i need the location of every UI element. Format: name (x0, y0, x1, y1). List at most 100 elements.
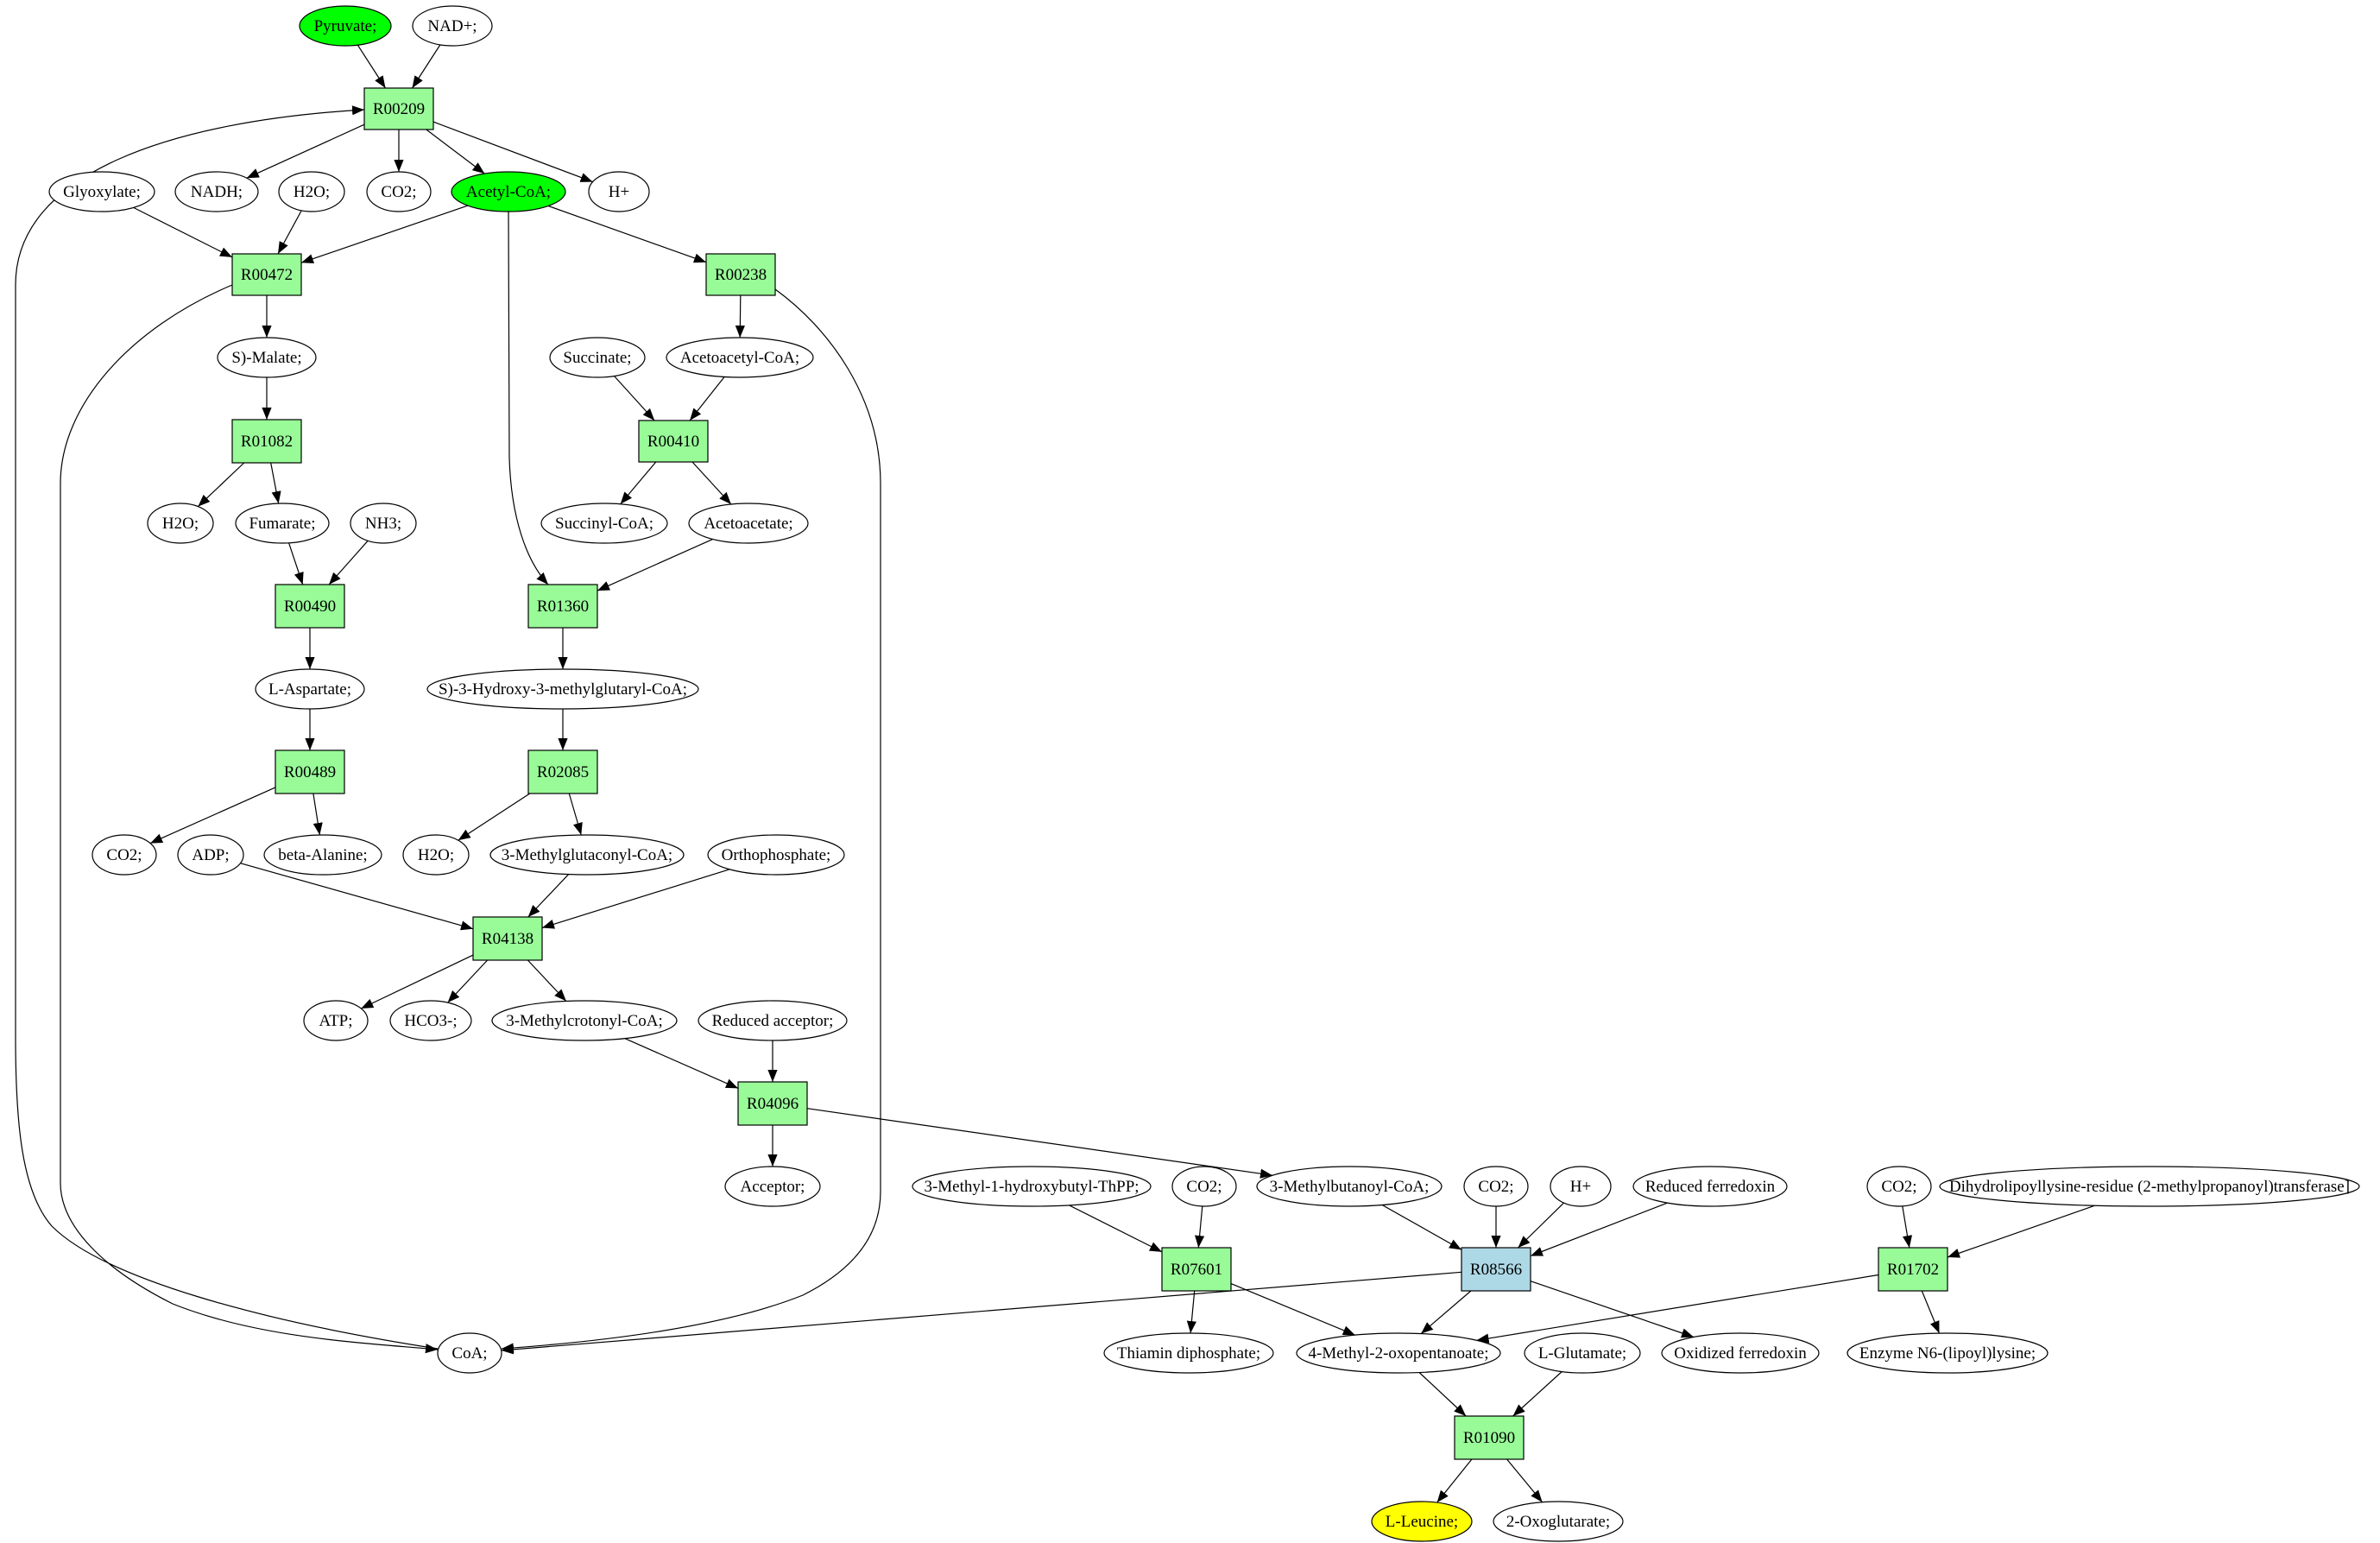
compound-node-acetylcoa[interactable]: Acetyl-CoA; (451, 171, 566, 212)
edge-R00410-to-succinylcoa (620, 461, 657, 505)
compound-node-methyloxopentanoate[interactable]: 4-Methyl-2-oxopentanoate; (1296, 1332, 1501, 1374)
compound-ellipse (540, 503, 668, 544)
compound-node-adp[interactable]: ADP; (177, 834, 244, 876)
compound-node-lglutamate[interactable]: L-Glutamate; (1524, 1332, 1641, 1374)
reaction-node-R02085[interactable]: R02085 (527, 749, 598, 794)
reaction-node-R00209[interactable]: R00209 (363, 87, 434, 130)
edge-lglutamate-to-R01090 (1512, 1371, 1562, 1417)
compound-node-methylcrotonylcoa[interactable]: 3-Methylcrotonyl-CoA; (491, 1000, 678, 1041)
compound-node-nh3[interactable]: NH3; (350, 503, 417, 544)
compound-node-oxferredoxin[interactable]: Oxidized ferredoxin (1661, 1332, 1820, 1374)
compound-node-smalate[interactable]: S)-Malate; (217, 337, 317, 378)
compound-node-betaalanine[interactable]: beta-Alanine; (263, 834, 382, 876)
compound-node-oxoglutarate[interactable]: 2-Oxoglutarate; (1493, 1501, 1624, 1542)
compound-node-lleucine[interactable]: L-Leucine; (1371, 1501, 1473, 1542)
edge-R01702-to-enzymen6 (1921, 1290, 1941, 1334)
reaction-node-R00410[interactable]: R00410 (638, 420, 709, 463)
compound-node-thiamin[interactable]: Thiamin diphosphate; (1103, 1332, 1274, 1374)
node-label: Fumarate; (249, 515, 315, 533)
reaction-node-R04138[interactable]: R04138 (472, 916, 543, 961)
compound-ellipse (389, 1000, 472, 1041)
compound-node-dihydrolipoyl[interactable]: Dihydrolipoyllysine-residue (2-methylpro… (1939, 1166, 2360, 1207)
reaction-node-R00238[interactable]: R00238 (705, 253, 776, 296)
node-label: H2O; (418, 846, 454, 864)
edge-acetoacetate-to-R01360 (597, 538, 713, 591)
compound-node-succinate[interactable]: Succinate; (549, 337, 646, 378)
compound-node-acetoacetylcoa[interactable]: Acetoacetyl-CoA; (666, 337, 814, 378)
reaction-node-R04096[interactable]: R04096 (737, 1081, 808, 1126)
compound-node-hplus_1[interactable]: H+ (588, 171, 650, 212)
node-label: NH3; (365, 515, 401, 533)
node-label: Glyoxylate; (63, 183, 141, 201)
compound-node-h2o_3[interactable]: H2O; (402, 834, 470, 876)
reaction-node-R01702[interactable]: R01702 (1878, 1247, 1948, 1292)
node-label: S)-3-Hydroxy-3-methylglutaryl-CoA; (439, 680, 687, 699)
compound-node-hco3[interactable]: HCO3-; (389, 1000, 472, 1041)
compound-node-acetoacetate[interactable]: Acetoacetate; (688, 503, 809, 544)
compound-node-reducedacceptor[interactable]: Reduced acceptor; (698, 1000, 848, 1041)
compound-ellipse (147, 503, 214, 544)
compound-node-co2_4[interactable]: CO2; (1463, 1166, 1529, 1207)
edge-R02085-to-h2o_3 (458, 793, 531, 841)
compound-node-methylbutanoylcoa[interactable]: 3-Methylbutanoyl-CoA; (1256, 1166, 1443, 1207)
edge-methyloxopentanoate-to-R01090 (1418, 1372, 1467, 1417)
node-label: CO2; (1881, 1178, 1916, 1196)
node-label: R00490 (284, 598, 336, 616)
node-label: ADP; (192, 846, 229, 864)
reaction-box (1454, 1415, 1525, 1460)
compound-node-coa[interactable]: CoA; (437, 1332, 502, 1374)
node-label: Reduced acceptor; (712, 1012, 834, 1030)
compound-node-methylglutaconylcoa[interactable]: 3-Methylglutaconyl-CoA; (489, 834, 685, 876)
compound-node-nad[interactable]: NAD+; (412, 5, 493, 47)
compound-node-laspartate[interactable]: L-Aspartate; (255, 668, 365, 710)
reaction-node-R01082[interactable]: R01082 (231, 419, 302, 464)
edge-R08566-to-methyloxopentanoate (1420, 1290, 1472, 1335)
compound-ellipse (92, 834, 157, 876)
compound-ellipse (489, 834, 685, 876)
compound-node-succinylcoa[interactable]: Succinyl-CoA; (540, 503, 668, 544)
compound-node-enzymen6[interactable]: Enzyme N6-(lipoyl)lysine; (1847, 1332, 2049, 1374)
compound-ellipse (1847, 1332, 2049, 1374)
reaction-box (1461, 1247, 1531, 1292)
node-label: R00238 (715, 266, 767, 284)
compound-node-redferredoxin[interactable]: Reduced ferredoxin (1632, 1166, 1788, 1207)
reaction-node-R00489[interactable]: R00489 (275, 749, 345, 794)
reaction-node-R07601[interactable]: R07601 (1161, 1247, 1232, 1292)
compound-node-co2_5[interactable]: CO2; (1866, 1166, 1932, 1207)
compound-node-co2_1[interactable]: CO2; (366, 171, 432, 212)
compound-node-mhbthpp[interactable]: 3-Methyl-1-hydroxybutyl-ThPP; (912, 1166, 1152, 1207)
reaction-node-R08566[interactable]: R08566 (1461, 1247, 1531, 1292)
edge-nad-to-R00209 (411, 44, 441, 89)
compound-node-glyoxylate[interactable]: Glyoxylate; (48, 171, 155, 212)
compound-node-hmgcoa[interactable]: S)-3-Hydroxy-3-methylglutaryl-CoA; (426, 668, 699, 710)
compound-ellipse (217, 337, 317, 378)
edge-R02085-to-methylglutaconylcoa (568, 793, 583, 836)
node-label: Acceptor; (741, 1178, 805, 1196)
reaction-node-R00490[interactable]: R00490 (275, 584, 345, 629)
node-label: R01090 (1463, 1429, 1515, 1447)
compound-node-hplus_2[interactable]: H+ (1550, 1166, 1612, 1207)
edge-R00472-to-coa (60, 284, 439, 1354)
node-label: L-Leucine; (1386, 1513, 1458, 1531)
reaction-node-R00472[interactable]: R00472 (231, 253, 302, 296)
compound-node-nadh[interactable]: NADH; (174, 171, 259, 212)
compound-node-pyruvate[interactable]: Pyruvate; (299, 5, 392, 47)
compound-node-fumarate[interactable]: Fumarate; (235, 503, 330, 544)
reaction-box (638, 420, 709, 463)
node-label: R07601 (1171, 1261, 1222, 1279)
compound-ellipse (48, 171, 155, 212)
reaction-node-R01090[interactable]: R01090 (1454, 1415, 1525, 1460)
compound-node-h2o_1[interactable]: H2O; (278, 171, 345, 212)
compound-ellipse (1524, 1332, 1641, 1374)
compound-node-h2o_2[interactable]: H2O; (147, 503, 214, 544)
reaction-box (1161, 1247, 1232, 1292)
compound-node-co2_2[interactable]: CO2; (92, 834, 157, 876)
compound-ellipse (666, 337, 814, 378)
compound-node-orthophosphate[interactable]: Orthophosphate; (707, 834, 845, 876)
compound-node-atp[interactable]: ATP; (303, 1000, 369, 1041)
node-label: Succinyl-CoA; (555, 515, 653, 533)
compound-node-acceptor[interactable]: Acceptor; (724, 1166, 821, 1207)
reaction-node-R01360[interactable]: R01360 (527, 584, 598, 629)
compound-node-co2_3[interactable]: CO2; (1171, 1166, 1237, 1207)
reaction-box (363, 87, 434, 130)
